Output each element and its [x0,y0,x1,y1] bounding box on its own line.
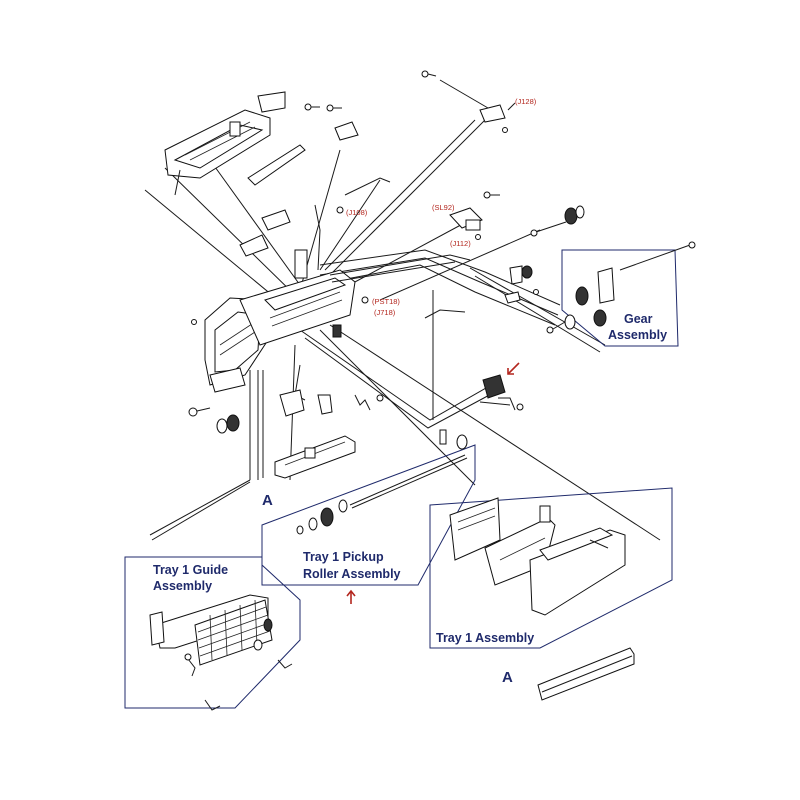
pickup-roller-group [261,429,476,586]
harness-parts [239,177,391,279]
guide-assembly-label-2: Assembly [153,579,212,593]
connector-j718-label: (J718) [374,308,396,317]
mid-bracket [274,435,356,479]
highlight-arrow [507,362,520,375]
tray-extension-part [537,647,635,701]
main-frame [191,254,471,401]
tray1-assembly-frame [429,487,673,649]
tray1-assembly-group [429,487,673,649]
gear-assembly-label-1: Gear [624,312,653,326]
solenoid-sl92 [449,191,500,240]
small-parts-right [424,265,539,319]
separation-pad-part [479,374,524,411]
leader-lines [144,114,661,541]
tray1-assembly-label: Tray 1 Assembly [436,631,534,645]
pickup-roller-label-1: Tray 1 Pickup [303,550,384,564]
guide-assembly-group [124,556,301,711]
top-shaft [530,205,585,237]
highlight-arrowhead [507,368,514,375]
pickup-roller-frame [261,444,476,586]
sensor-pst18-part [361,296,369,304]
connector-sl92-label: (SL92) [432,203,455,212]
connector-j112-label: (J112) [450,239,471,248]
pickup-arrowhead [346,589,356,597]
lower-left-gears [188,389,384,434]
guide-assembly-frame [124,556,301,709]
marker-a-upper: A [262,492,273,509]
marker-a-lower: A [502,669,513,686]
top-left-bracket [164,91,306,196]
gear-assembly-group [546,241,696,347]
connector-j128-label: (J128) [515,97,537,106]
connector-j108-label: (J108) [346,208,368,217]
gear-assembly-label-2: Assembly [608,328,667,342]
screws-top [304,70,508,141]
pickup-roller-label-2: Roller Assembly [303,567,401,581]
gear-assembly-frame [561,249,679,347]
connector-pst18-label: (PST18) [372,297,400,306]
guide-assembly-label-1: Tray 1 Guide [153,563,228,577]
